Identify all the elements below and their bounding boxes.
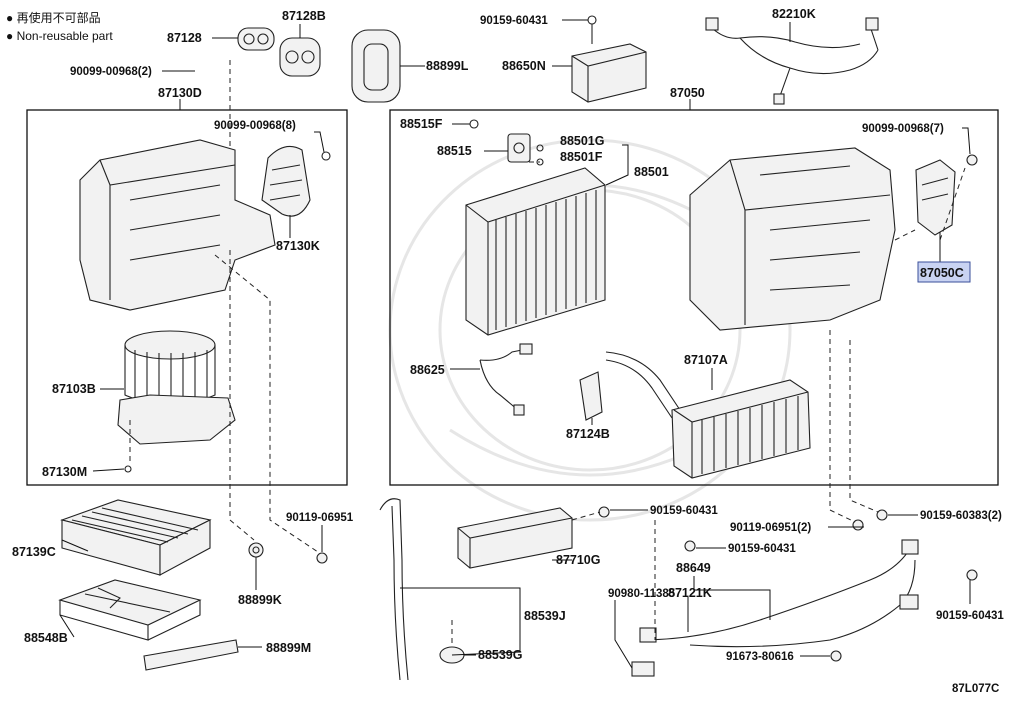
svg-text:● Non-reusable part: ● Non-reusable part xyxy=(6,29,113,43)
label-87124B[interactable]: 87124B xyxy=(566,427,610,441)
label-88649[interactable]: 88649 xyxy=(676,561,711,575)
highlight-87050C xyxy=(917,261,971,283)
label-90159-60383-2[interactable]: 90159-60383(2) xyxy=(920,510,1002,522)
label-90099-00968-8[interactable]: 90099-00968(8) xyxy=(214,120,296,132)
part-90159-60431-bolt xyxy=(684,540,696,552)
label-87107A[interactable]: 87107A xyxy=(684,353,728,367)
label-90159-60431-c[interactable]: 90159-60431 xyxy=(936,610,1004,622)
part-87130M-screw xyxy=(124,465,132,473)
diagram-code: 87L077C xyxy=(952,683,999,695)
part-90159-60431-bolt xyxy=(966,569,978,581)
legend: ● 再使用不可部品 ● Non-reusable part xyxy=(6,10,113,43)
part-88899L-seal xyxy=(351,29,401,103)
label-90980-11385[interactable]: 90980-11385 xyxy=(608,588,676,600)
label-87128[interactable]: 87128 xyxy=(167,31,202,45)
part-90159-60431-bolt xyxy=(598,506,610,518)
part-87128B-seal xyxy=(279,37,321,77)
part-88539J-duct xyxy=(379,498,409,681)
label-88501[interactable]: 88501 xyxy=(634,165,669,179)
part-87050-hvac-unit xyxy=(689,147,896,331)
label-87103B[interactable]: 87103B xyxy=(52,382,96,396)
label-87710G[interactable]: 87710G xyxy=(556,553,600,567)
part-88899M-seal xyxy=(143,639,239,671)
label-90119-06951[interactable]: 90119-06951 xyxy=(286,512,354,524)
part-screw xyxy=(321,151,331,161)
assembly-lines xyxy=(129,60,966,645)
group-box-87050 xyxy=(389,109,999,486)
label-88899M[interactable]: 88899M xyxy=(266,641,311,655)
label-90159-60431-a[interactable]: 90159-60431 xyxy=(650,505,718,517)
part-87128-gasket xyxy=(237,27,275,51)
label-88899L[interactable]: 88899L xyxy=(426,59,469,73)
label-87121K[interactable]: 87121K xyxy=(668,586,712,600)
label-91673-80616[interactable]: 91673-80616 xyxy=(726,651,794,663)
label-90099-00968-7[interactable]: 90099-00968(7) xyxy=(862,123,944,135)
label-88515[interactable]: 88515 xyxy=(437,144,472,158)
label-87050C[interactable]: 87050C xyxy=(920,266,964,280)
part-88899K-grommet xyxy=(248,542,264,558)
legend-bullet: ● xyxy=(6,29,13,43)
svg-text:● 再使用不可部品: ● 再使用不可部品 xyxy=(6,10,101,25)
label-90099-00968-2[interactable]: 90099-00968(2) xyxy=(70,66,152,78)
label-88501F[interactable]: 88501F xyxy=(560,150,603,164)
part-87103B-blower-motor xyxy=(117,330,236,445)
label-90159-60431-b[interactable]: 90159-60431 xyxy=(728,543,796,555)
label-90119-06951-2[interactable]: 90119-06951(2) xyxy=(730,522,811,534)
part-88548B-filter-frame xyxy=(58,579,202,641)
part-82210K-harness xyxy=(705,17,879,105)
part-88625-sensor xyxy=(479,343,533,416)
part-91673-80616-clip xyxy=(830,650,842,662)
part-90159-60383-bolt xyxy=(876,509,888,521)
label-87139C[interactable]: 87139C xyxy=(12,545,56,559)
label-87130K[interactable]: 87130K xyxy=(276,239,320,253)
label-88539G[interactable]: 88539G xyxy=(478,648,522,662)
label-87130D[interactable]: 87130D xyxy=(158,86,202,100)
legend-japanese: 再使用不可部品 xyxy=(17,10,101,25)
label-88548B[interactable]: 88548B xyxy=(24,631,68,645)
part-90119-06951-bolt xyxy=(316,552,328,564)
label-90159-60431-top[interactable]: 90159-60431 xyxy=(480,15,548,27)
group-box-87130D xyxy=(26,109,348,486)
part-88501-evaporator xyxy=(465,167,606,336)
part-87710G-duct xyxy=(457,507,573,569)
label-88515F[interactable]: 88515F xyxy=(400,117,443,131)
part-87130K-cover xyxy=(261,145,311,217)
label-87130M[interactable]: 87130M xyxy=(42,465,87,479)
label-88625[interactable]: 88625 xyxy=(410,363,445,377)
part-88515-expansion-valve xyxy=(469,119,544,166)
part-87139C-filter xyxy=(60,499,212,576)
part-87130D-blower-case xyxy=(79,139,276,311)
label-87128B[interactable]: 87128B xyxy=(282,9,326,23)
legend-bullet: ● xyxy=(6,11,13,25)
legend-english: Non-reusable part xyxy=(17,29,114,43)
label-88539J[interactable]: 88539J xyxy=(524,609,566,623)
part-87124B-clip xyxy=(579,371,603,421)
part-87107A-heater-core xyxy=(605,351,811,479)
label-82210K[interactable]: 82210K xyxy=(772,7,816,21)
leader-lines xyxy=(59,19,971,669)
part-87050C-servo xyxy=(915,159,956,236)
part-labels: 87128 87128B 88899L 90159-60431 88650N 8… xyxy=(12,7,1004,695)
label-88501G[interactable]: 88501G xyxy=(560,134,604,148)
label-87050[interactable]: 87050 xyxy=(670,86,705,100)
label-88650N[interactable]: 88650N xyxy=(502,59,546,73)
part-88650N-ecu xyxy=(571,15,647,103)
part-88649-harness xyxy=(631,539,919,677)
label-88899K[interactable]: 88899K xyxy=(238,593,282,607)
part-screw xyxy=(966,154,978,166)
